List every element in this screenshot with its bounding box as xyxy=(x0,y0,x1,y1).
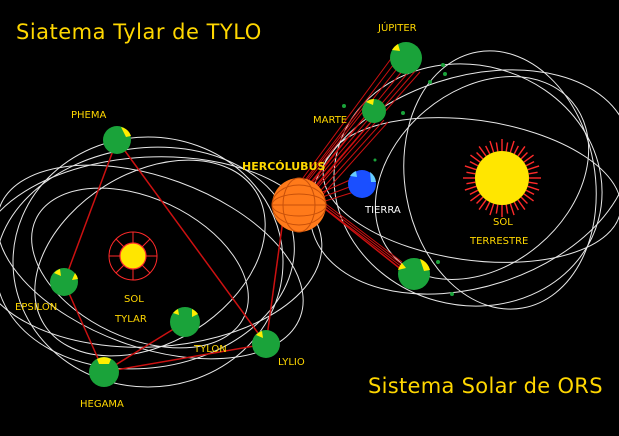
label-hegama: HEGAMA xyxy=(80,399,124,410)
sun-ray xyxy=(485,201,491,211)
sun-ray xyxy=(509,140,515,153)
sun-ray xyxy=(489,203,495,216)
planet-lylio xyxy=(252,330,280,358)
sun-ray xyxy=(495,204,499,214)
label-tylon: TYLON xyxy=(193,344,227,355)
sun-ray xyxy=(513,145,519,155)
ors-orbits xyxy=(309,50,619,310)
sun-ray xyxy=(464,185,477,191)
sun-ray xyxy=(469,189,479,195)
sun-ray xyxy=(528,171,538,175)
planet-jupiter xyxy=(390,42,422,74)
planet-hercolubus xyxy=(271,177,327,233)
sun-ray xyxy=(528,181,538,185)
sun-ray xyxy=(509,203,515,216)
label-tierra: TIERRA xyxy=(364,205,401,216)
sun-ray xyxy=(517,199,526,210)
labels: PHEMA EPSILON SOL TYLAR TYLON HEGAMA LYL… xyxy=(15,21,528,410)
sun-ray xyxy=(476,152,484,160)
orbit-tylar-6 xyxy=(0,156,323,348)
orbit-ors-1 xyxy=(309,69,619,295)
planet-phema xyxy=(103,126,131,154)
hercolubus-links-ors xyxy=(299,51,421,281)
sol-tylar xyxy=(108,231,158,281)
label-sol-terrestre-1: SOL xyxy=(493,217,513,228)
sun-ray xyxy=(523,154,534,163)
orbit-tylar-2 xyxy=(0,164,304,360)
sun-ray xyxy=(520,196,528,204)
sun-ray xyxy=(513,201,519,211)
title-sistema-tylar: Siatema Tylar de TYLO xyxy=(16,20,262,44)
label-jupiter: JÚPITER xyxy=(377,21,417,34)
sun-ray xyxy=(489,140,495,153)
sun-ray xyxy=(464,165,477,171)
sun-ray xyxy=(517,146,526,157)
sun-ray xyxy=(466,171,476,175)
sun-ray xyxy=(525,161,535,167)
sun-ray xyxy=(525,189,535,195)
label-phema: PHEMA xyxy=(71,110,106,121)
orbit-tylar-5 xyxy=(31,187,249,349)
sun-ray xyxy=(466,181,476,185)
label-epsilon: EPSILON xyxy=(15,302,57,313)
sun-ray xyxy=(485,145,491,155)
planet-unnamed-ors xyxy=(398,258,430,290)
sun-ray xyxy=(495,142,499,152)
sun-ray xyxy=(520,152,528,160)
sun-ray xyxy=(470,154,481,163)
orbit-tylar-1 xyxy=(0,146,295,370)
planet-marte xyxy=(362,98,386,123)
tylar-links xyxy=(63,139,286,373)
sun-ray xyxy=(470,193,481,202)
label-sol-tylar-2: TYLAR xyxy=(114,314,147,325)
label-lylio: LYLIO xyxy=(278,357,305,368)
planet-tylon xyxy=(170,307,200,337)
sun-ray xyxy=(476,196,484,204)
label-hercolubus: HERCÓLUBUS xyxy=(242,160,325,173)
sun-ray xyxy=(527,165,540,171)
label-marte: MARTE xyxy=(313,115,347,126)
planet-epsilon xyxy=(50,268,78,296)
sun-ray xyxy=(523,193,534,202)
orbit-tylar-3 xyxy=(12,136,284,388)
sun-ray xyxy=(478,199,487,210)
planet-hegama xyxy=(89,357,119,387)
planet-tierra xyxy=(348,170,376,198)
orbit-ors-4 xyxy=(322,117,619,263)
sun-ray xyxy=(527,185,540,191)
sun-ray xyxy=(478,146,487,157)
title-sistema-ors: Sistema Solar de ORS xyxy=(368,374,603,398)
sol-terrestre xyxy=(463,139,541,217)
sun-ray xyxy=(505,204,509,214)
label-sol-terrestre-2: TERRESTRE xyxy=(469,236,528,247)
label-sol-tylar-1: SOL xyxy=(124,294,144,305)
orbit-ors-5 xyxy=(403,50,597,310)
moons xyxy=(342,63,454,296)
sun-ray xyxy=(505,142,509,152)
sun-ray xyxy=(469,161,479,167)
